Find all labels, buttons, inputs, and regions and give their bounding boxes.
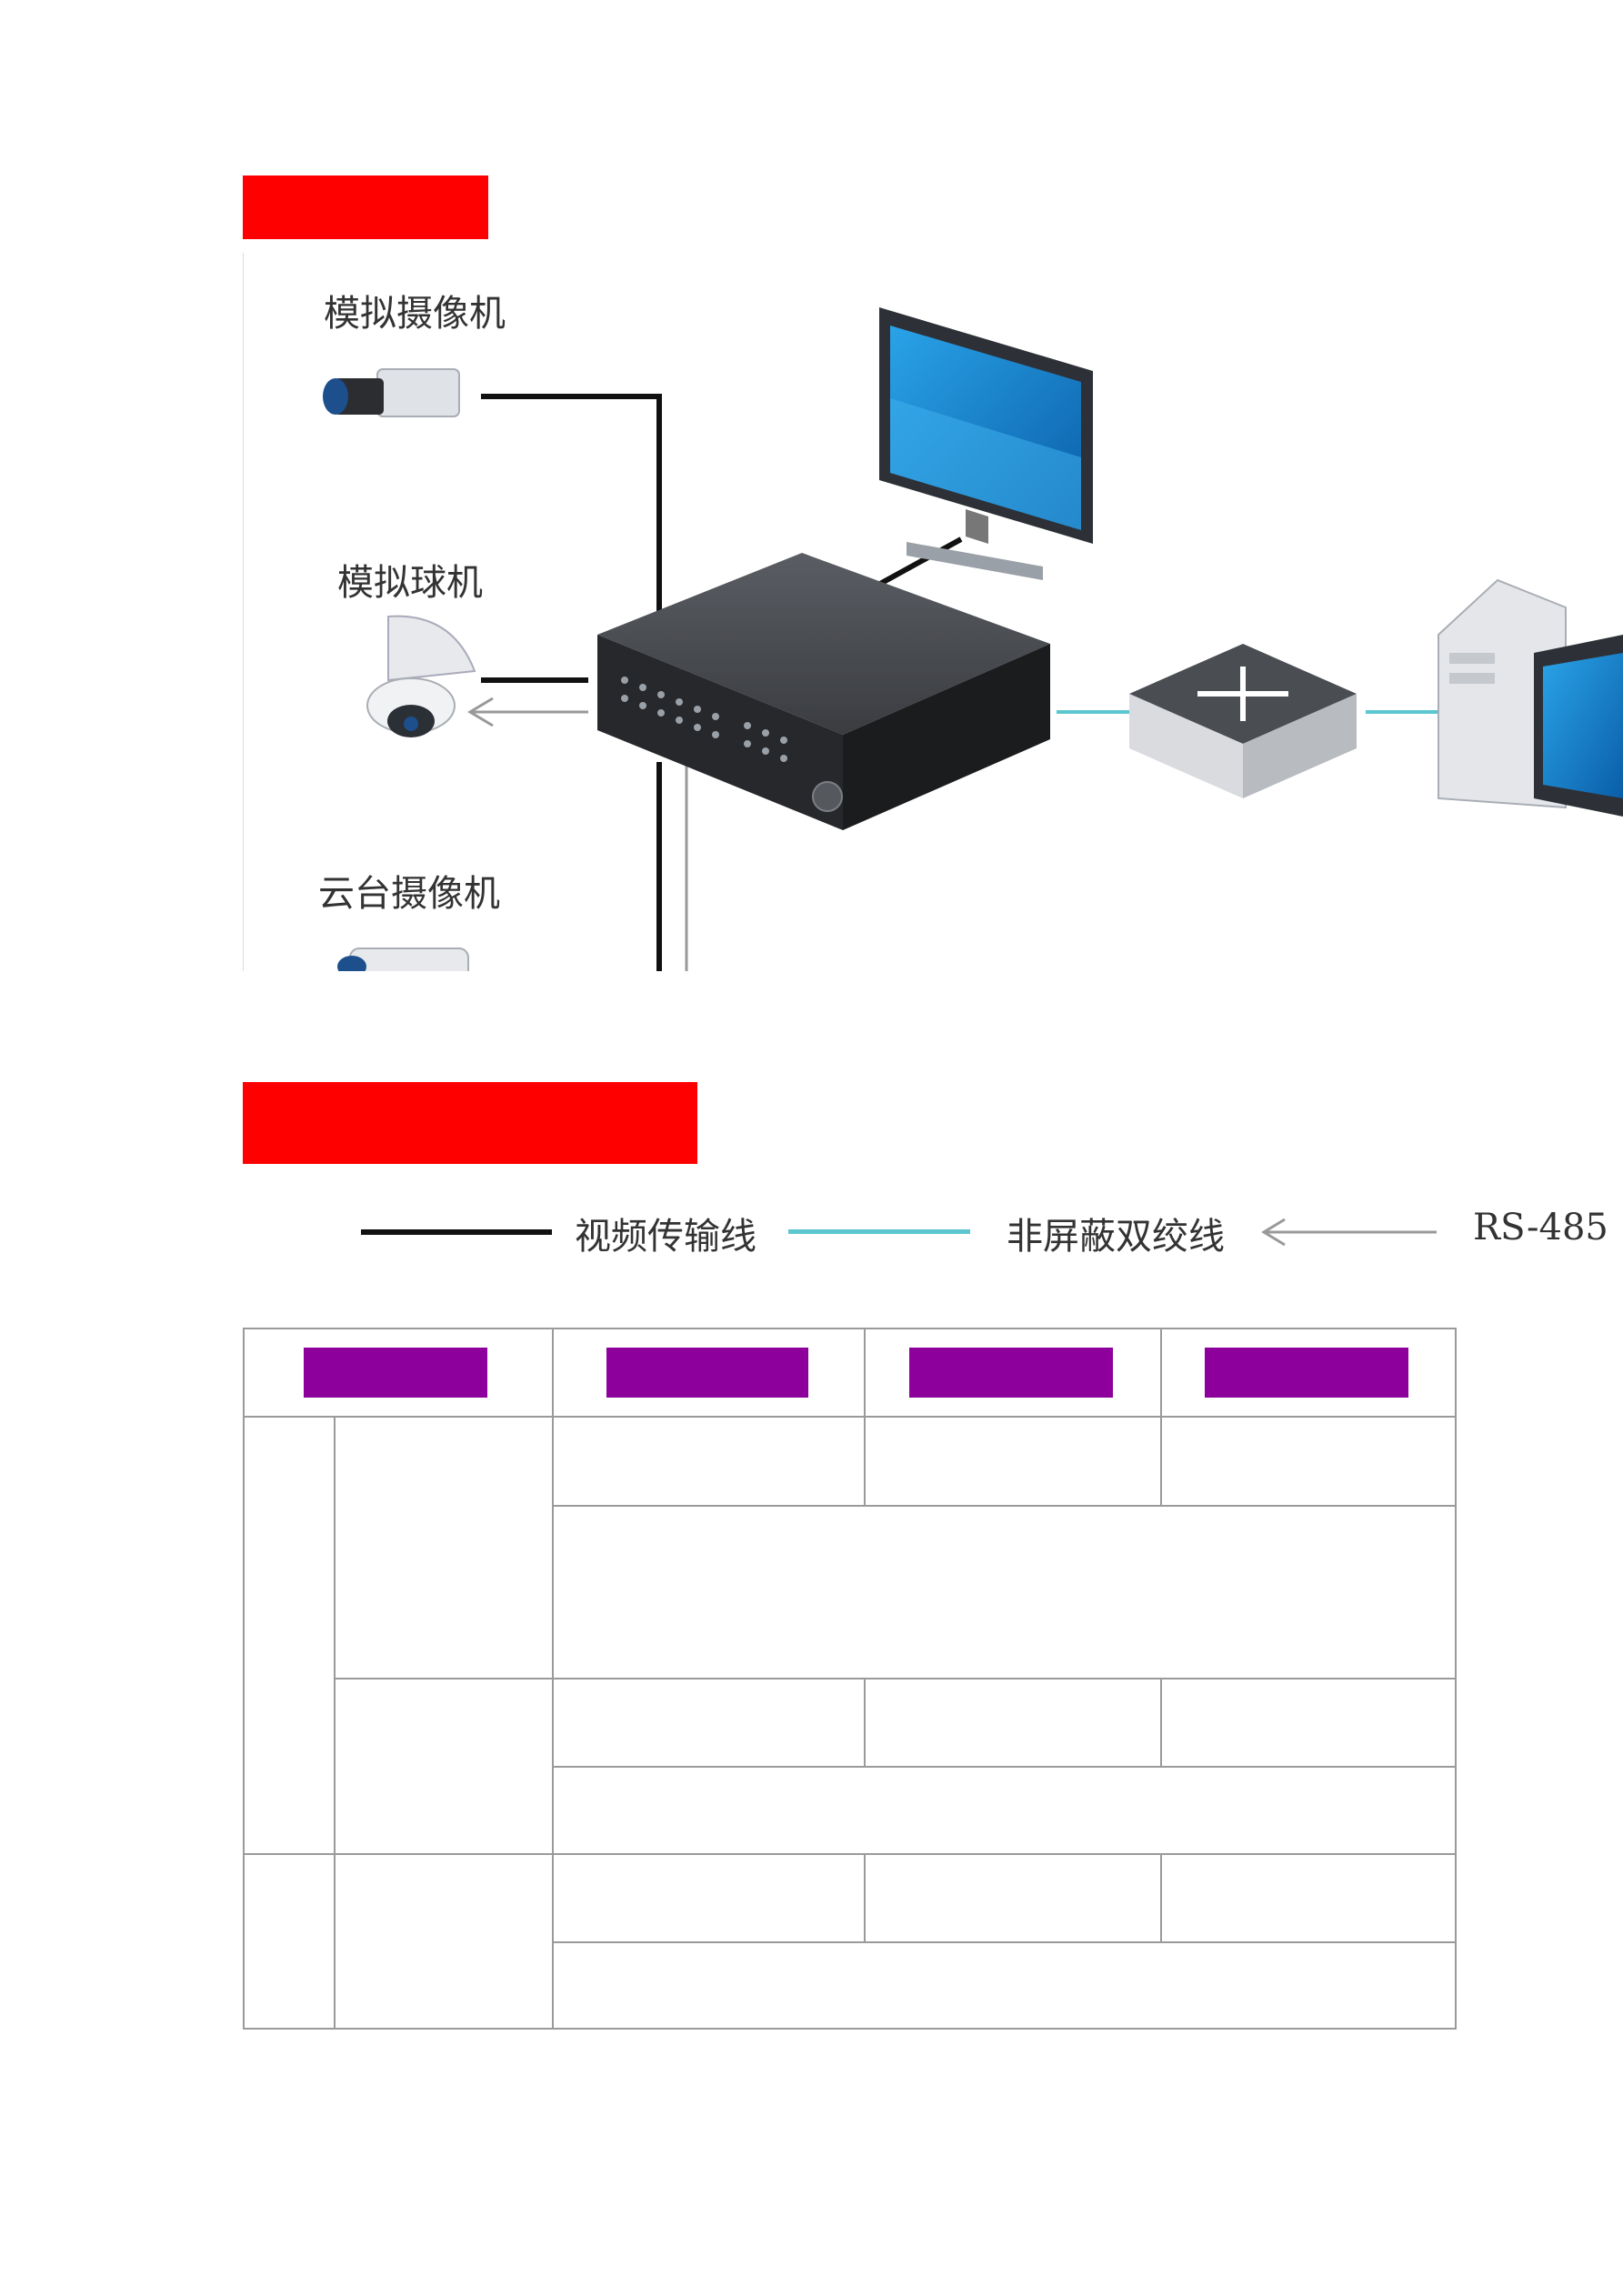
monitor-icon bbox=[879, 307, 1093, 580]
rs485-lines bbox=[467, 697, 688, 971]
legend-rs485-label: RS-485 bbox=[1473, 1207, 1608, 1248]
network-switch-icon bbox=[1129, 644, 1357, 798]
section-heading-redacted bbox=[243, 175, 488, 239]
dvr-icon bbox=[597, 553, 1050, 830]
ptz-camera-label: 云台摄像机 bbox=[318, 873, 500, 915]
table-header-3-redacted bbox=[909, 1348, 1113, 1398]
video-cables bbox=[481, 394, 963, 971]
analog-camera-icon bbox=[323, 368, 460, 417]
analog-dome-icon bbox=[366, 615, 476, 737]
table-header-2-redacted bbox=[606, 1348, 808, 1398]
table-header-4-redacted bbox=[1205, 1348, 1408, 1398]
legend-utp-swatch bbox=[788, 1229, 970, 1234]
analog-camera-label: 模拟摄像机 bbox=[324, 293, 506, 335]
ptz-camera-icon bbox=[337, 947, 469, 971]
client-pc-icon bbox=[1438, 578, 1623, 817]
surveillance-topology-diagram bbox=[243, 253, 1623, 971]
legend-video-swatch bbox=[361, 1229, 552, 1235]
spec-table bbox=[243, 1328, 1457, 2030]
legend: 视频传输线 非屏蔽双绞线 RS-485 bbox=[243, 1187, 1623, 1268]
legend-utp-label: 非屏蔽双绞线 bbox=[1007, 1216, 1225, 1258]
analog-dome-label: 模拟球机 bbox=[337, 562, 483, 604]
table-header-1-redacted bbox=[304, 1348, 487, 1398]
legend-video-label: 视频传输线 bbox=[575, 1216, 756, 1258]
legend-rs485-arrow-icon bbox=[1261, 1218, 1437, 1247]
legend-heading-redacted bbox=[243, 1082, 697, 1164]
